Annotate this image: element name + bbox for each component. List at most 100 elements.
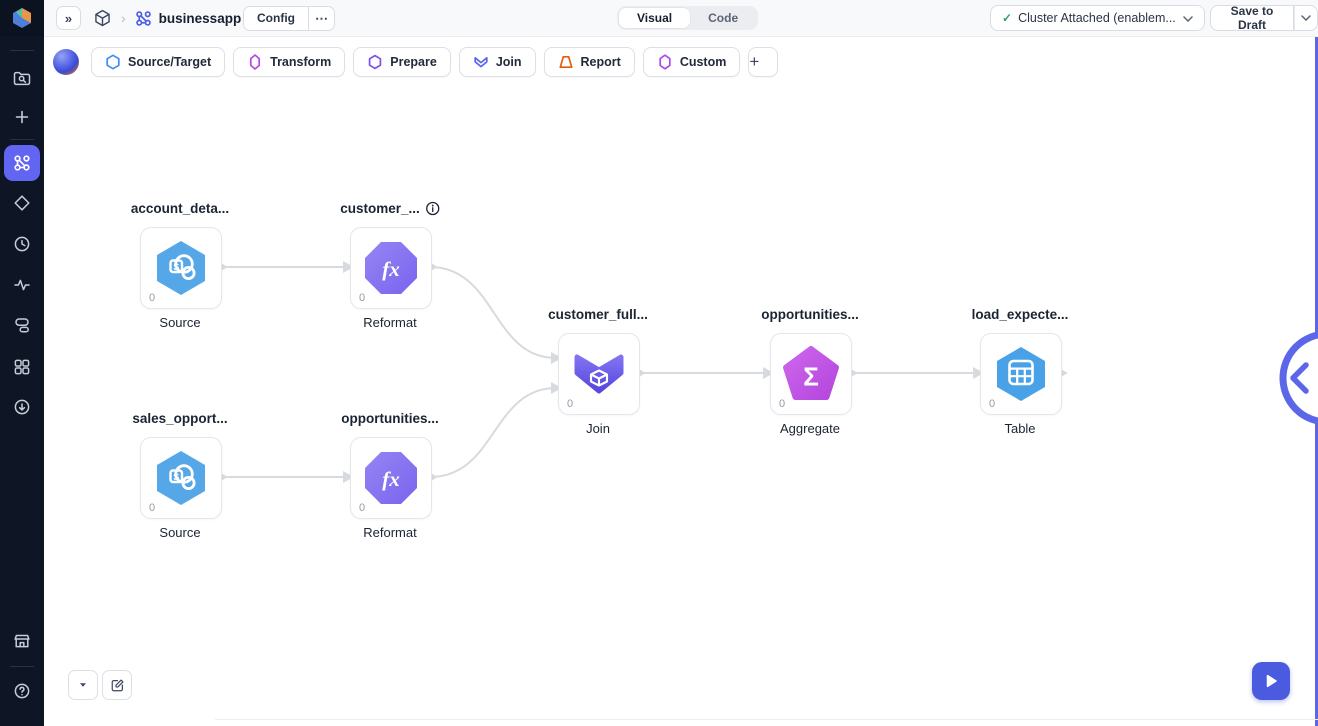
rounded-hexagon-icon: [369, 54, 382, 70]
port-count: 0: [359, 292, 366, 304]
tab-visual[interactable]: Visual: [619, 8, 691, 28]
palette-custom-button[interactable]: Custom: [642, 47, 741, 77]
palette-source-target-button[interactable]: Source/Target: [91, 47, 226, 77]
tab-code[interactable]: Code: [708, 11, 739, 25]
sidebar-divider: [10, 139, 34, 140]
node-card[interactable]: fx 0: [350, 227, 432, 309]
brand-hexagon-icon: [13, 8, 31, 28]
cluster-status-dropdown[interactable]: ✓ Cluster Attached (enablem...: [990, 5, 1205, 31]
sidebar-item-lineage[interactable]: [4, 307, 40, 343]
node-type-label: Reformat: [363, 315, 417, 330]
sidebar-item-deployments[interactable]: [4, 389, 40, 425]
sidebar-item-gems[interactable]: [4, 185, 40, 221]
sidebar-item-browse[interactable]: [4, 60, 40, 96]
config-button-label: Config: [257, 11, 295, 25]
save-to-draft-button[interactable]: Save to Draft: [1210, 4, 1294, 32]
cluster-status-label: Cluster Attached (enablem...: [1018, 11, 1176, 25]
palette-label: Prepare: [390, 55, 437, 69]
node-card[interactable]: Σ 0: [770, 333, 852, 415]
storefront-icon: [14, 634, 30, 648]
node-source-2[interactable]: sales_opport... S 0 Source: [132, 411, 227, 540]
palette-prepare-button[interactable]: Prepare: [353, 47, 451, 77]
check-icon: ✓: [1002, 11, 1013, 25]
node-title: load_expecte...: [971, 307, 1069, 322]
pipeline-edges: [217, 261, 1318, 483]
arrow-down-circle-icon: [14, 399, 30, 415]
node-type-label: Table: [1004, 421, 1036, 436]
node-join[interactable]: customer_full... 0 Join: [548, 307, 648, 436]
sidebar-divider: [10, 50, 34, 51]
sidebar-item-help[interactable]: [4, 673, 40, 709]
node-reformat-1[interactable]: customer_... fx 0 Reformat: [340, 201, 439, 330]
config-button[interactable]: Config: [243, 5, 309, 31]
node-source-1[interactable]: account_deta... S 0 Source: [131, 201, 229, 330]
pipeline-canvas[interactable]: Source/Target Transform Prepare Join: [44, 36, 1318, 726]
node-card[interactable]: 0: [980, 333, 1062, 415]
node-card[interactable]: S 0: [140, 437, 222, 519]
node-aggregate[interactable]: opportunities... Σ 0 Aggregate: [761, 307, 859, 436]
info-icon[interactable]: [425, 201, 440, 216]
palette-label: Join: [495, 55, 522, 69]
sidebar-item-create[interactable]: [4, 99, 40, 135]
node-table[interactable]: load_expecte... 0 Table: [972, 307, 1069, 436]
node-title: customer_...: [340, 201, 440, 216]
pipeline-breadcrumb-icon: [135, 10, 151, 26]
node-card[interactable]: fx 0: [350, 437, 432, 519]
edit-pencil-icon: [111, 679, 123, 691]
node-card[interactable]: 0: [558, 333, 640, 415]
canvas-dropdown-button[interactable]: [68, 670, 98, 700]
save-to-draft-label: Save to Draft: [1230, 4, 1274, 32]
node-title: opportunities...: [341, 411, 439, 426]
sidebar-item-apps[interactable]: [4, 349, 40, 385]
run-pipeline-button[interactable]: [1252, 662, 1290, 700]
chevron-left-icon: [1290, 362, 1309, 394]
palette-label: Source/Target: [128, 55, 212, 69]
help-circle-icon: [14, 683, 30, 699]
palette-add-button[interactable]: +: [748, 47, 779, 77]
port-count: 0: [567, 398, 574, 410]
sidebar-item-history[interactable]: [4, 226, 40, 262]
node-card[interactable]: S 0: [140, 227, 222, 309]
collapse-sidebar-button[interactable]: »: [56, 6, 81, 30]
salesforce-source-icon: S: [157, 241, 205, 295]
user-avatar[interactable]: [53, 49, 79, 75]
canvas-edit-button[interactable]: [102, 670, 132, 700]
top-bar: » › businessapp Config ⋯ Vis: [44, 0, 1318, 37]
trapezoid-icon: [558, 55, 573, 69]
project-cube-icon[interactable]: [92, 8, 113, 29]
palette-report-button[interactable]: Report: [543, 47, 635, 77]
app-logo[interactable]: [0, 0, 44, 36]
plus-icon: +: [749, 52, 760, 71]
save-options-button[interactable]: [1294, 5, 1318, 31]
pipeline-graph-icon: [14, 155, 30, 171]
caret-down-icon: [80, 683, 86, 687]
node-type-label: Reformat: [363, 525, 417, 540]
port-count: 0: [149, 292, 156, 304]
node-reformat-2[interactable]: opportunities... fx 0 Reformat: [341, 411, 439, 540]
join-icon: [574, 354, 624, 394]
pulse-icon: [14, 279, 30, 291]
left-sidebar: [0, 0, 44, 726]
sidebar-item-pipelines[interactable]: [4, 145, 40, 181]
reformat-fx-icon: fx: [365, 242, 417, 294]
collapse-icon: »: [64, 10, 73, 26]
sidebar-item-marketplace[interactable]: [4, 623, 40, 659]
clock-icon: [14, 236, 30, 252]
node-type-label: Aggregate: [780, 421, 840, 436]
palette-transform-button[interactable]: Transform: [233, 47, 346, 77]
palette-join-button[interactable]: Join: [458, 47, 536, 77]
port-count: 0: [989, 398, 996, 410]
more-options-button[interactable]: ⋯: [309, 5, 335, 31]
grid-icon: [14, 359, 30, 375]
sidebar-item-monitoring[interactable]: [4, 267, 40, 303]
node-title: customer_full...: [548, 307, 648, 322]
palette-label: Transform: [270, 55, 332, 69]
diamond-icon: [14, 195, 30, 211]
palette-label: Report: [580, 55, 621, 69]
breadcrumb-project-name[interactable]: businessapp: [158, 10, 242, 26]
node-type-label: Source: [159, 525, 201, 540]
panel-expander-button[interactable]: [1279, 331, 1318, 425]
folder-search-icon: [13, 71, 31, 86]
table-icon: [997, 347, 1045, 401]
